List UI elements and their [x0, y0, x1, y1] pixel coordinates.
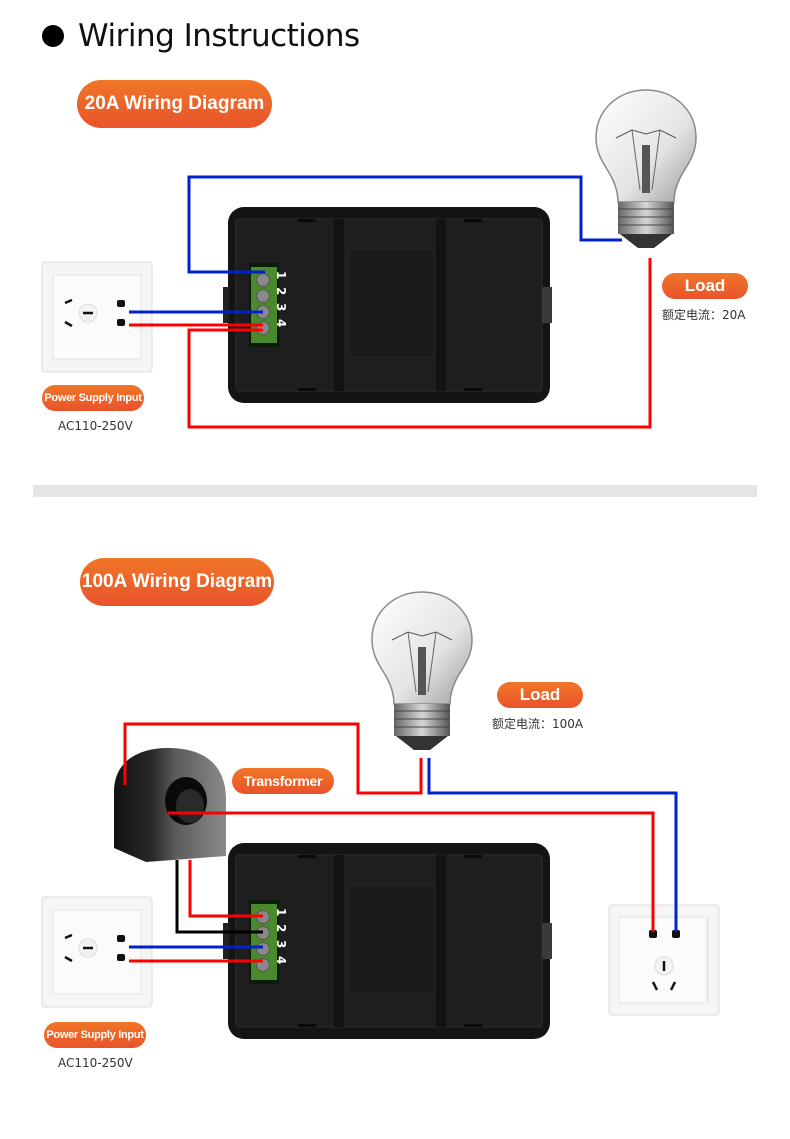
wire-live-loop: [123, 722, 423, 795]
diagram-20a-title: 20A Wiring Diagram: [77, 80, 272, 128]
load-rating-20a: 额定电流：20A: [662, 308, 746, 322]
wire-ct-to-terminal-1: [188, 860, 263, 918]
diagram-100a-title: 100A Wiring Diagram: [80, 558, 274, 606]
terminal-label: 1: [274, 271, 288, 279]
load-rating-100a: 额定电流：100A: [492, 717, 584, 731]
wire-live-load: [187, 258, 652, 429]
terminal-label: 2: [274, 924, 288, 932]
load-label-100a: Load: [497, 682, 583, 708]
bulb-100a: [371, 591, 473, 751]
current-transformer: [114, 748, 226, 862]
terminal-labels-100a: 1 2 3 4: [274, 908, 288, 964]
device-20a: [222, 206, 553, 404]
wire-neutral-load: [187, 175, 622, 274]
load-label-20a: Load: [662, 273, 748, 299]
section-divider: [33, 485, 757, 497]
socket-20a: [41, 261, 153, 373]
terminal-labels-20a: 1 2 3 4: [274, 271, 288, 327]
terminal-label: 1: [274, 908, 288, 916]
wire-neutral-load: [427, 758, 678, 932]
socket-100a-input: [41, 896, 153, 1008]
terminal-label: 2: [274, 287, 288, 295]
bullet-icon: [42, 25, 64, 47]
transformer-label: Transformer: [232, 768, 334, 794]
power-supply-label-100a: Power Supply Input: [44, 1022, 146, 1048]
power-voltage-100a: AC110-250V: [58, 1056, 133, 1070]
terminal-label: 4: [274, 956, 288, 964]
wire-live-through-ct: [168, 811, 655, 932]
power-supply-label-20a: Power Supply Input: [42, 385, 144, 411]
bulb-20a: [595, 89, 697, 249]
page-title-text: Wiring Instructions: [78, 18, 360, 54]
wire-ct-to-terminal-2: [175, 860, 263, 934]
socket-100a-output: [608, 904, 720, 1016]
power-voltage-20a: AC110-250V: [58, 419, 133, 433]
wires-100a: [123, 722, 678, 963]
page-title: Wiring Instructions: [42, 18, 360, 54]
terminal-label: 3: [274, 940, 288, 948]
device-100a: [222, 842, 553, 1040]
terminal-label: 3: [274, 303, 288, 311]
terminal-label: 4: [274, 319, 288, 327]
wires-20a: [129, 175, 652, 429]
